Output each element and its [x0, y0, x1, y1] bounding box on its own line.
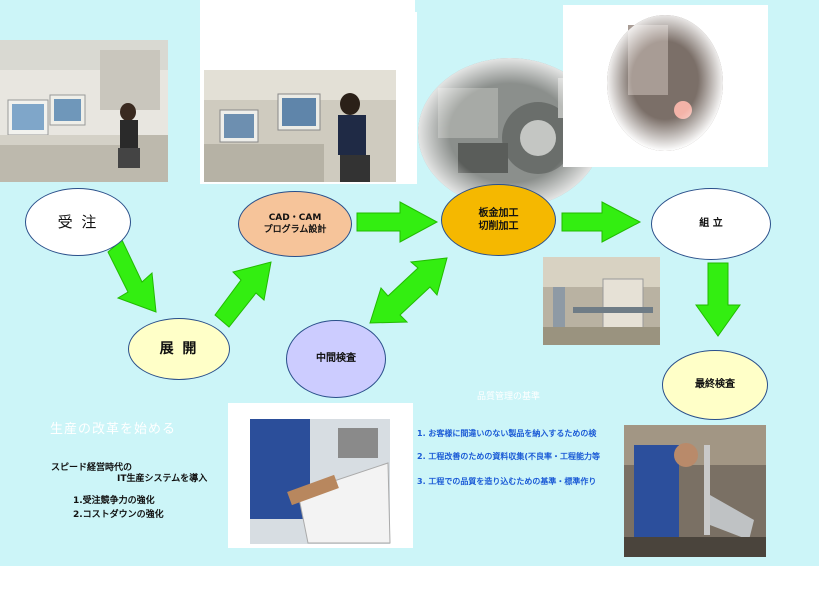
arrow-design-to-machining [356, 201, 439, 243]
node-final-inspection[interactable]: 最終検査 [662, 350, 768, 420]
left-item2: 2.コストダウンの強化 [73, 510, 164, 520]
flow-arrows [107, 201, 741, 337]
node-order[interactable]: 受 注 [25, 188, 131, 256]
node-mid-inspection[interactable]: 中間検査 [286, 320, 386, 398]
right-item2: 2. 工程改善のための資料収集(不良率・工程能力等 [417, 452, 601, 461]
diagram-canvas: 受 注 CAD・CAM プログラム設計 展 開 板金加工 切削加工 組 立 中間… [0, 0, 819, 566]
arrow-assembly-to-final [695, 262, 741, 337]
assembly-photo [543, 257, 660, 345]
right-item1: 1. お客様に間違いのない製品を納入するための検 [417, 429, 597, 438]
node-assembly[interactable]: 組 立 [651, 188, 771, 260]
arrow-expand-to-design [214, 261, 272, 328]
right-item3: 3. 工程での品質を造り込むための基準・標準作り [417, 477, 597, 486]
arrow-machining-to-assembly [561, 201, 642, 243]
arrow-order-to-expand [107, 239, 157, 313]
machining-photo [418, 58, 603, 208]
final-inspection-photo [624, 425, 766, 557]
left-line2: IT生産システムを導入 [117, 474, 208, 484]
mid-inspection-photo [228, 403, 413, 548]
right-heading: 品質管理の基準 [477, 392, 541, 402]
node-expand[interactable]: 展 開 [128, 318, 230, 380]
office-photo-left [0, 40, 168, 182]
laser-photo [563, 5, 768, 167]
left-heading: 生産の改革を始める [50, 422, 177, 437]
arrow-machining-mid-inspection [369, 257, 448, 324]
left-item1: 1.受注競争力の強化 [73, 496, 155, 506]
node-design[interactable]: CAD・CAM プログラム設計 [238, 191, 352, 257]
office-photo-right [200, 12, 417, 184]
left-line1: スピード経営時代の [51, 463, 133, 473]
node-machining[interactable]: 板金加工 切削加工 [441, 184, 556, 256]
